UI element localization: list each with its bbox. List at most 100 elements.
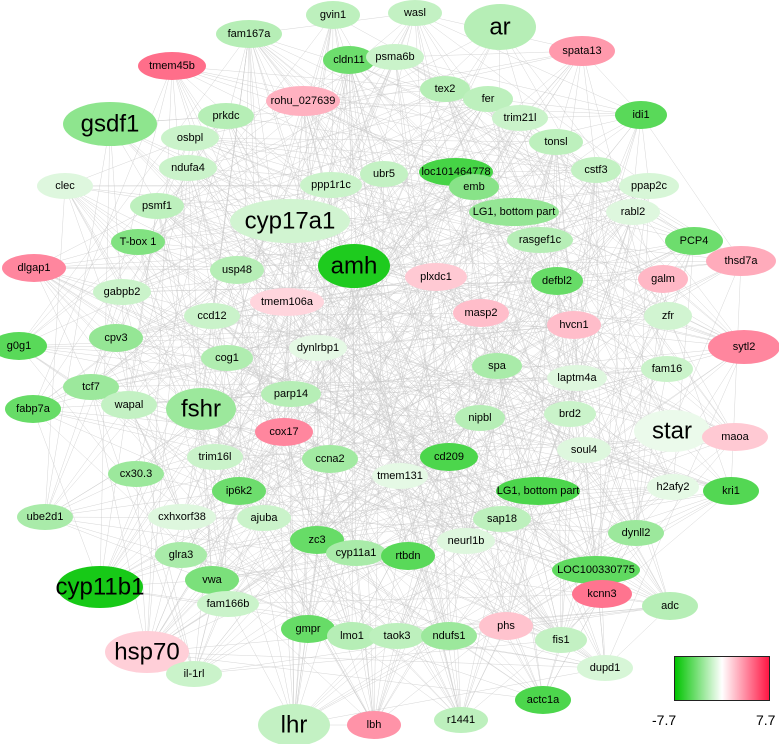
gene-node[interactable]: cyp17a1	[230, 199, 350, 243]
gene-node[interactable]: usp48	[210, 256, 264, 284]
gene-node[interactable]: osbpl	[161, 125, 219, 151]
gene-node[interactable]: psma6b	[366, 44, 424, 70]
gene-node[interactable]: cox17	[255, 418, 313, 446]
gene-node[interactable]: spata13	[549, 36, 615, 66]
gene-node[interactable]: gvin1	[306, 1, 360, 29]
gene-node[interactable]: rtbdn	[381, 542, 435, 570]
gene-node[interactable]: lhr	[258, 704, 330, 744]
gene-node[interactable]: cd209	[420, 443, 478, 471]
gene-node[interactable]: tex2	[420, 76, 470, 102]
gene-node[interactable]: hsp70	[105, 631, 189, 673]
gene-node[interactable]: LOC100330775	[552, 556, 640, 584]
gene-node[interactable]: gabpb2	[93, 279, 151, 305]
gene-node[interactable]: ndufs1	[421, 622, 477, 650]
gene-node[interactable]: dupd1	[577, 655, 633, 681]
gene-node[interactable]: cpv3	[89, 324, 143, 352]
gene-node[interactable]: glra3	[155, 542, 207, 568]
gene-node[interactable]: ccna2	[302, 445, 358, 473]
gene-node[interactable]: ube2d1	[17, 504, 73, 530]
gene-node[interactable]: ppp1r1c	[300, 172, 362, 198]
gene-node[interactable]: cstf3	[571, 157, 621, 183]
gene-node[interactable]: masp2	[453, 299, 509, 327]
gene-node[interactable]: ccd12	[184, 303, 240, 329]
gene-node[interactable]: vwa	[185, 566, 239, 594]
gene-node[interactable]: emb	[449, 174, 499, 200]
gene-node[interactable]: plxdc1	[405, 263, 467, 291]
gene-node[interactable]: ndufa4	[159, 155, 217, 181]
gene-node[interactable]: wapal	[101, 391, 157, 419]
gene-node[interactable]: sytl2	[708, 330, 779, 364]
gene-node[interactable]: h2afy2	[647, 474, 699, 500]
gene-node[interactable]: idi1	[615, 101, 667, 129]
gene-node[interactable]: wasl	[388, 0, 442, 26]
gene-node[interactable]: actc1a	[515, 686, 571, 714]
gene-node[interactable]: ajuba	[237, 505, 291, 531]
gene-node[interactable]: star	[634, 410, 710, 452]
gene-node[interactable]: fam167a	[216, 20, 282, 48]
gene-node[interactable]: LG1, bottom part	[496, 477, 580, 505]
gene-node[interactable]: spa	[472, 353, 522, 379]
gene-node[interactable]: ppap2c	[619, 173, 679, 199]
gene-node[interactable]: dynlrbp1	[289, 335, 347, 361]
gene-node[interactable]: rabl2	[606, 199, 660, 225]
gene-node[interactable]: dynll2	[608, 520, 664, 546]
gene-node[interactable]: defbl2	[531, 267, 583, 295]
gene-node[interactable]: fam166b	[197, 591, 259, 617]
gene-node[interactable]: soul4	[557, 437, 611, 463]
gene-node[interactable]: tmem45b	[138, 52, 206, 80]
gene-node[interactable]: g0g1	[0, 332, 47, 360]
gene-node[interactable]: ip6k2	[212, 477, 266, 505]
gene-node[interactable]: adc	[642, 592, 698, 620]
gene-node[interactable]: rasgef1c	[507, 227, 573, 253]
gene-node[interactable]: parp14	[261, 381, 321, 407]
gene-node[interactable]: zfr	[644, 302, 692, 330]
gene-node[interactable]: prkdc	[198, 103, 254, 129]
gene-node[interactable]: sap18	[473, 506, 531, 532]
gene-node[interactable]: trim21l	[492, 105, 548, 131]
gene-node[interactable]: phs	[479, 612, 533, 640]
gene-node[interactable]: cx30.3	[108, 461, 164, 487]
gene-node[interactable]: neurl1b	[437, 528, 495, 554]
gene-node[interactable]: galm	[638, 265, 688, 293]
gene-node[interactable]: PCP4	[665, 227, 723, 255]
gene-node[interactable]: il-1rl	[166, 661, 222, 687]
gene-node[interactable]: amh	[318, 244, 390, 288]
gene-node[interactable]: lbh	[347, 711, 401, 739]
gene-node[interactable]: clec	[37, 173, 93, 199]
gene-node[interactable]: T-box 1	[111, 229, 165, 255]
gene-node[interactable]: tcf7	[63, 374, 119, 400]
gene-node[interactable]: fam16	[641, 356, 693, 382]
gene-node[interactable]: tmem131	[372, 463, 428, 489]
gene-node[interactable]: maoa	[702, 423, 768, 451]
gene-node[interactable]: ar	[464, 4, 536, 50]
gene-node[interactable]: cyp11b1	[56, 566, 145, 608]
gene-node[interactable]: tmem106a	[250, 288, 324, 316]
gene-node[interactable]: fabp7a	[5, 395, 61, 423]
gene-node[interactable]: cldn11	[323, 46, 375, 74]
gene-node[interactable]: gmpr	[281, 615, 335, 643]
gene-node[interactable]: fis1	[535, 627, 587, 653]
gene-node[interactable]: hvcn1	[547, 311, 601, 339]
gene-node[interactable]: fer	[463, 86, 513, 112]
gene-node[interactable]: taok3	[369, 623, 425, 649]
gene-node[interactable]: kri1	[703, 477, 759, 505]
gene-node[interactable]: r1441	[434, 707, 488, 733]
gene-node[interactable]: kcnn3	[572, 580, 632, 608]
gene-node[interactable]: cyp11a1	[326, 540, 386, 566]
gene-node[interactable]: LG1, bottom part	[469, 198, 559, 226]
gene-node[interactable]: rohu_027639	[266, 86, 340, 116]
gene-node[interactable]: ubr5	[360, 161, 408, 187]
gene-node[interactable]: laptm4a	[547, 365, 607, 391]
gene-node[interactable]: brd2	[544, 401, 596, 427]
gene-node[interactable]: fshr	[166, 388, 236, 430]
gene-node[interactable]: cog1	[201, 345, 253, 371]
gene-node[interactable]: psmf1	[130, 193, 184, 219]
gene-node[interactable]: cxhxorf38	[148, 504, 216, 530]
gene-node[interactable]: dlgap1	[2, 254, 66, 282]
gene-node[interactable]: gsdf1	[63, 102, 157, 146]
gene-node[interactable]: nipbl	[455, 405, 505, 431]
gene-node[interactable]: lmo1	[327, 622, 377, 650]
gene-node[interactable]: thsd7a	[706, 246, 776, 276]
gene-node[interactable]: tonsl	[529, 129, 583, 155]
gene-node[interactable]: trim16l	[187, 444, 243, 470]
